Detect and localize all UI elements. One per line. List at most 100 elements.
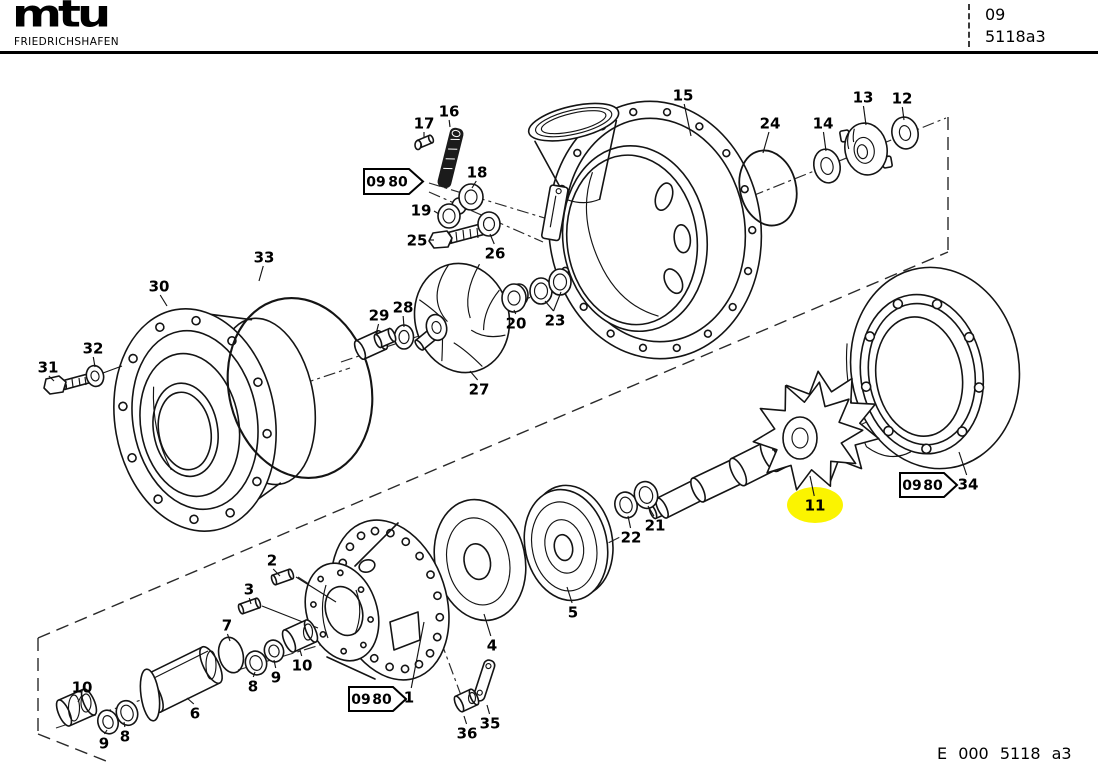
part-label-1[interactable]: 1 (404, 689, 414, 707)
page-number: 09 (985, 5, 1006, 24)
part-label-27[interactable]: 27 (469, 381, 490, 399)
part-label-16[interactable]: 16 (439, 103, 460, 121)
part-label-14[interactable]: 14 (813, 115, 834, 133)
plug-29 (353, 327, 397, 361)
header-dashed-separator (968, 4, 970, 47)
highlight-ellipse (787, 487, 843, 523)
part-label-6[interactable]: 6 (190, 705, 200, 723)
part-label-2[interactable]: 2 (267, 552, 277, 570)
inlet-stub (527, 102, 620, 204)
part-label-3[interactable]: 3 (244, 581, 254, 599)
leader-line (92, 356, 96, 368)
leader-line (471, 180, 477, 189)
leader-line (483, 613, 492, 637)
part-label-17[interactable]: 17 (414, 115, 435, 133)
part-label-36[interactable]: 36 (457, 725, 478, 743)
washer-28 (393, 324, 415, 350)
leader-line (762, 131, 770, 154)
piston-ring-7 (217, 636, 245, 674)
o-ring-33 (226, 296, 374, 480)
drawing-code: E 000 5118 a3 (937, 744, 1072, 763)
part-label-22[interactable]: 22 (621, 529, 642, 547)
part-label-15[interactable]: 15 (673, 87, 694, 105)
sleeve-6 (139, 645, 223, 722)
leader-line (901, 106, 905, 121)
part-label-18[interactable]: 18 (467, 164, 488, 182)
part-label-12[interactable]: 12 (892, 90, 913, 108)
leader-line (226, 633, 231, 642)
part-label-25[interactable]: 25 (407, 232, 428, 250)
part-label-9[interactable]: 9 (271, 669, 281, 687)
leader-line (822, 131, 827, 152)
leader-line (375, 323, 380, 335)
part-label-32[interactable]: 32 (83, 340, 104, 358)
washer-26 (477, 211, 501, 237)
leader-line (48, 375, 55, 382)
part-label-33[interactable]: 33 (254, 249, 275, 267)
nut-36 (453, 688, 480, 713)
part-label-20[interactable]: 20 (506, 315, 527, 333)
washer-9-right (263, 639, 285, 663)
leader-line (410, 621, 425, 689)
part-label-26[interactable]: 26 (485, 245, 506, 263)
leader-line (463, 715, 468, 725)
part-label-21[interactable]: 21 (645, 517, 666, 535)
part-label-31[interactable]: 31 (38, 359, 59, 377)
header-divider-line (0, 51, 1098, 54)
part-label-24[interactable]: 24 (760, 115, 781, 133)
ring-8-right (244, 650, 268, 676)
part-label-23[interactable]: 23 (545, 312, 566, 330)
part-label-5[interactable]: 5 (568, 604, 578, 622)
part-label-11[interactable]: 11 (805, 497, 826, 515)
part-label-8[interactable]: 8 (120, 728, 130, 746)
part-label-35[interactable]: 35 (480, 715, 501, 733)
leader-line (809, 475, 815, 497)
leader-line (186, 697, 195, 705)
leader-line (552, 291, 562, 312)
leader-line (77, 695, 82, 703)
mounting-bracket (540, 184, 569, 242)
part-label-13[interactable]: 13 (853, 89, 874, 107)
leader-line (862, 105, 867, 126)
leader-line (566, 586, 573, 604)
leader-line (683, 103, 692, 137)
part-label-19[interactable]: 19 (411, 202, 432, 220)
part-label-4[interactable]: 4 (487, 637, 497, 655)
leader-line (258, 265, 264, 282)
flag-group-number: 09 (902, 478, 921, 494)
insert-disc-5 (523, 484, 614, 602)
o-ring-24 (738, 149, 798, 227)
leader-line (103, 729, 108, 735)
part-label-7[interactable]: 7 (222, 617, 232, 635)
part-label-34[interactable]: 34 (958, 476, 979, 494)
flag-subgroup-number: 80 (388, 175, 408, 191)
pin-2 (270, 568, 295, 586)
part-label-28[interactable]: 28 (393, 299, 414, 317)
part-label-8[interactable]: 8 (248, 678, 258, 696)
leader-line (433, 210, 440, 215)
leader-line (402, 315, 405, 328)
part-label-10[interactable]: 10 (72, 679, 93, 697)
part-label-10[interactable]: 10 (292, 657, 313, 675)
leader-line (513, 309, 517, 315)
part-label-9[interactable]: 9 (99, 735, 109, 753)
leader-line (252, 671, 256, 678)
leader-line (469, 370, 479, 381)
part-label-30[interactable]: 30 (149, 278, 170, 296)
leader-line (273, 659, 277, 669)
flag-subgroup-number: 80 (372, 692, 392, 708)
leader-line (159, 294, 168, 307)
leader-line (489, 233, 495, 245)
leader-line (647, 505, 655, 517)
clamp-16 (437, 127, 464, 188)
leader-line (123, 721, 126, 728)
turbine-housing-15 (527, 100, 763, 360)
part-label-29[interactable]: 29 (369, 307, 390, 325)
washer-19 (437, 203, 461, 229)
